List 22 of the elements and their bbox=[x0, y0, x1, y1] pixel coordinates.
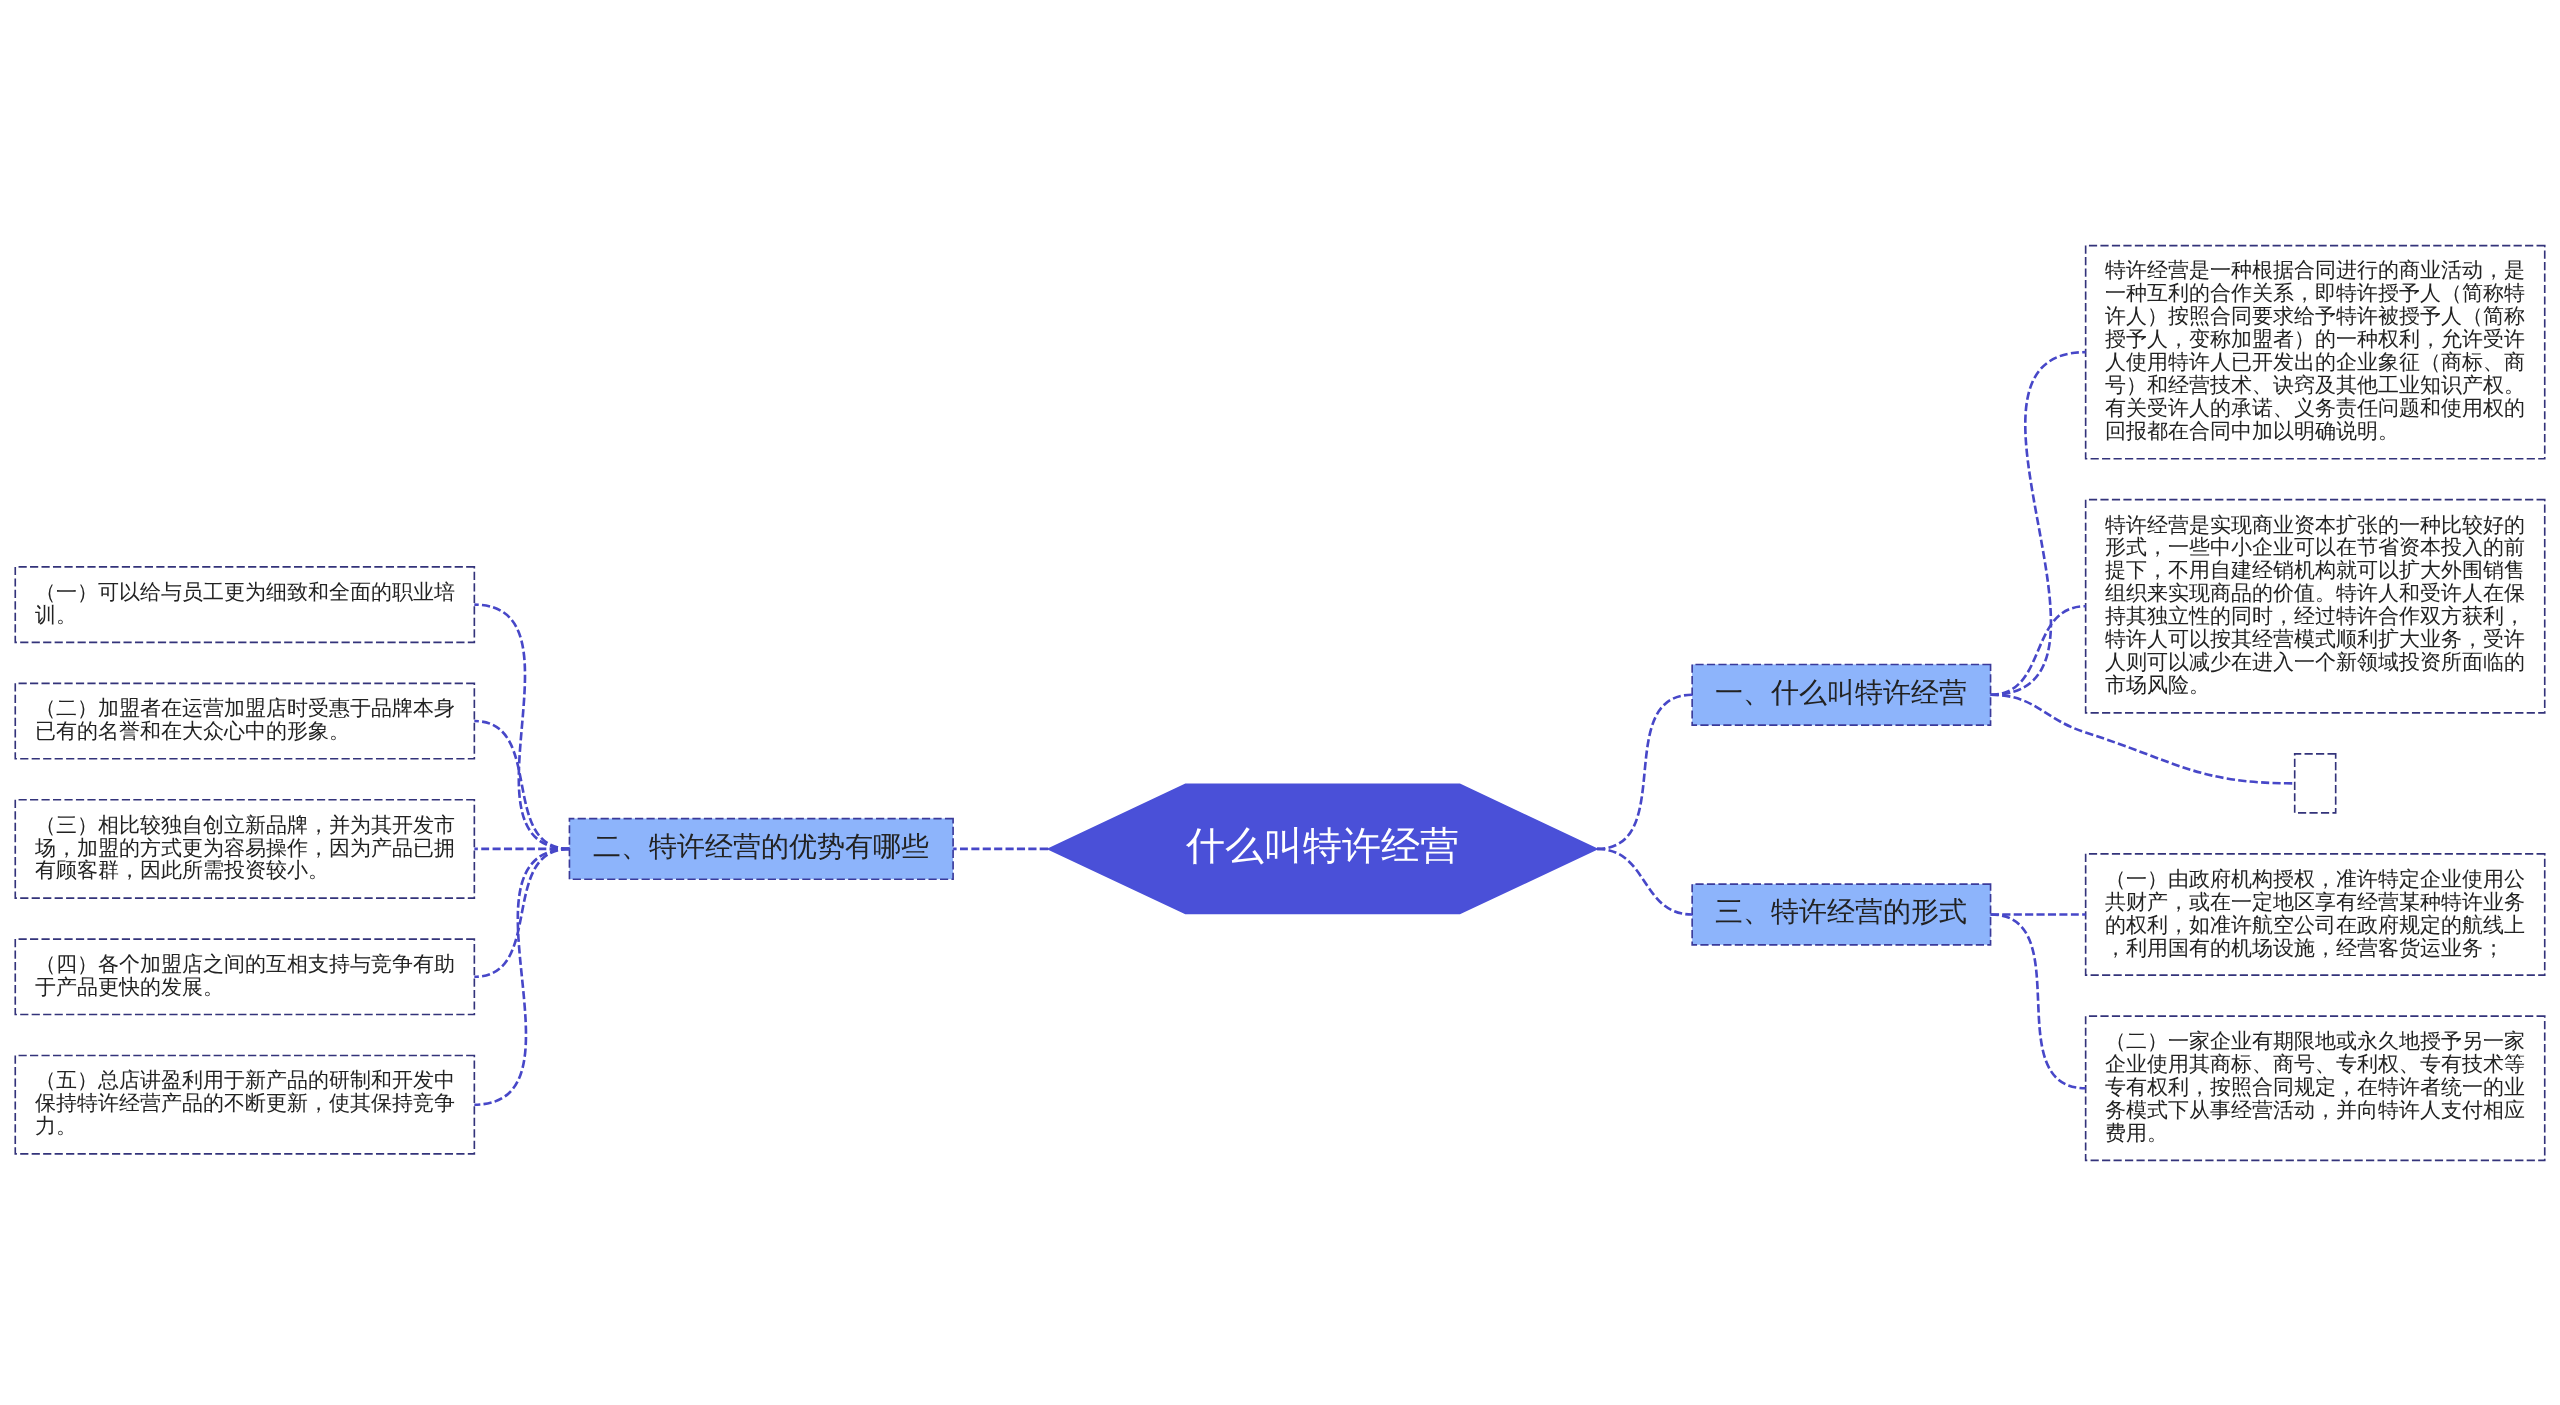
connector bbox=[474, 719, 570, 850]
connector bbox=[1990, 604, 2086, 696]
node-box: （五）总店讲盈利用于新产品的研制和开发中保持特许经营产品的不断更新，使其保持竞争力。 bbox=[14, 1054, 476, 1155]
node-box: 特许经营是一种根据合同进行的商业活动，是一种互利的合作关系，即特许授予人（简称特许人）按照合同要求给予特许被授予人（简称授予人，变称加盟者）的一种权利，允许受许人使用特许人已开发出的企业象征（商标、商号）和经营技术、诀窍及其他工业知识产权。有关受许人的承诺、义务责任问题和使用权的回报都在合同中加以明确说明。 bbox=[2084, 244, 2546, 459]
connector bbox=[1990, 693, 2293, 785]
node-box: （一）可以给与员工更为细致和全面的职业培训。 bbox=[14, 565, 476, 643]
node-box: 二、特许经营的优势有哪些 bbox=[568, 817, 954, 880]
node-box: （四）各个加盟店之间的互相支持与竞争有助于产品更快的发展。 bbox=[14, 937, 476, 1015]
node-box: （一）由政府机构授权，准许特定企业使用公共财产，或在一定地区享有经营某种特许业务的权利，如准许航空公司在政府规定的航线上，利用国有的机场设施，经营客货运业务； bbox=[2084, 852, 2546, 976]
node-box: 三、特许经营的形式 bbox=[1691, 882, 1992, 946]
connector bbox=[1990, 912, 2086, 1090]
node-box: 特许经营是实现商业资本扩张的一种比较好的形式，一些中小企业可以在节省资本投入的前提下，不用自建经销机构就可以扩大外围销售组织来实现商品的价值。特许人和受许人在保持其独立性的同时，经过特许合作双方获利，特许人可以按其经营模式顺利扩大业务，受许人则可以减少在进入一个新领域投资所面临的市场风险。 bbox=[2084, 498, 2546, 714]
node-box: （二）一家企业有期限地或永久地授予另一家企业使用其商标、商号、专利权、专有技术等专有权利，按照合同规定，在特许者统一的业务模式下从事经营活动，并向特许人支付相应费用。 bbox=[2084, 1014, 2546, 1161]
node-box: （二）加盟者在运营加盟店时受惠于品牌本身已有的名誉和在大众心中的形象。 bbox=[14, 682, 476, 760]
node-box: （三）相比较独自创立新品牌，并为其开发市场，加盟的方式更为容易操作，因为产品已拥有顾客群，因此所需投资较小。 bbox=[14, 798, 476, 899]
connector bbox=[474, 602, 570, 850]
node-box bbox=[2293, 752, 2337, 814]
connector bbox=[1596, 847, 1693, 916]
connector bbox=[953, 847, 1049, 850]
connector bbox=[474, 847, 570, 1106]
connector bbox=[1990, 350, 2086, 696]
node-box: 一、什么叫特许经营 bbox=[1691, 663, 1992, 726]
